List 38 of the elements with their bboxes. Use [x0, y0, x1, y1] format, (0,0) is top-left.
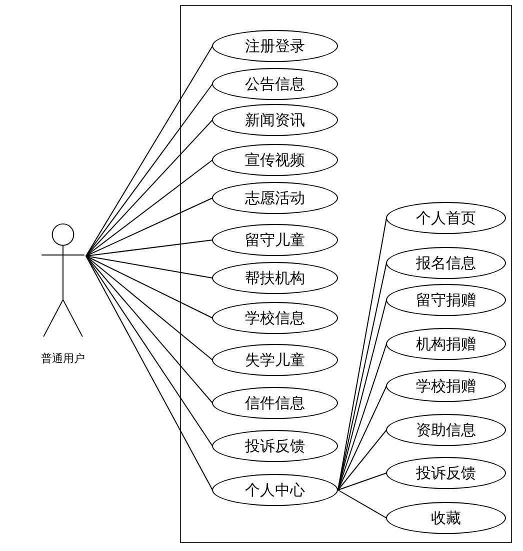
use-case-ellipse: 机构捐赠 [386, 328, 506, 360]
association-line [86, 256, 213, 360]
association-line [86, 84, 213, 256]
association-line [86, 256, 213, 278]
use-case-ellipse: 报名信息 [386, 247, 506, 279]
association-line [86, 120, 213, 256]
use-case-ellipse: 帮扶机构 [212, 262, 338, 294]
use-case-ellipse: 宣传视频 [212, 144, 338, 176]
use-case-ellipse: 失学儿童 [212, 344, 338, 376]
use-case-ellipse: 留守儿童 [212, 224, 338, 256]
association-line [86, 198, 213, 256]
actor-label: 普通用户 [41, 352, 85, 366]
use-case-ellipse: 信件信息 [212, 387, 338, 419]
use-case-ellipse: 注册登录 [212, 30, 338, 62]
use-case-ellipse: 新闻资讯 [212, 104, 338, 136]
association-line [86, 256, 213, 490]
use-case-ellipse: 公告信息 [212, 68, 338, 100]
use-case-ellipse: 资助信息 [386, 414, 506, 446]
use-case-ellipse: 学校信息 [212, 302, 338, 334]
use-case-ellipse: 学校捐赠 [386, 370, 506, 402]
association-line [338, 490, 387, 518]
association-line [338, 386, 387, 490]
association-line [338, 430, 387, 490]
use-case-ellipse: 个人首页 [386, 202, 506, 234]
use-case-ellipse: 投诉反馈 [386, 457, 506, 489]
association-line [86, 160, 213, 256]
association-line [86, 256, 213, 318]
use-case-ellipse: 投诉反馈 [212, 430, 338, 462]
use-case-ellipse: 留守捐赠 [386, 284, 506, 316]
association-line [86, 46, 213, 256]
association-line [338, 472, 387, 490]
use-case-ellipse: 收藏 [386, 502, 506, 534]
association-line [86, 256, 213, 446]
use-case-ellipse: 个人中心 [212, 474, 338, 506]
association-line [338, 344, 387, 490]
association-line [86, 240, 213, 256]
use-case-ellipse: 志愿活动 [212, 182, 338, 214]
association-line [86, 256, 213, 404]
